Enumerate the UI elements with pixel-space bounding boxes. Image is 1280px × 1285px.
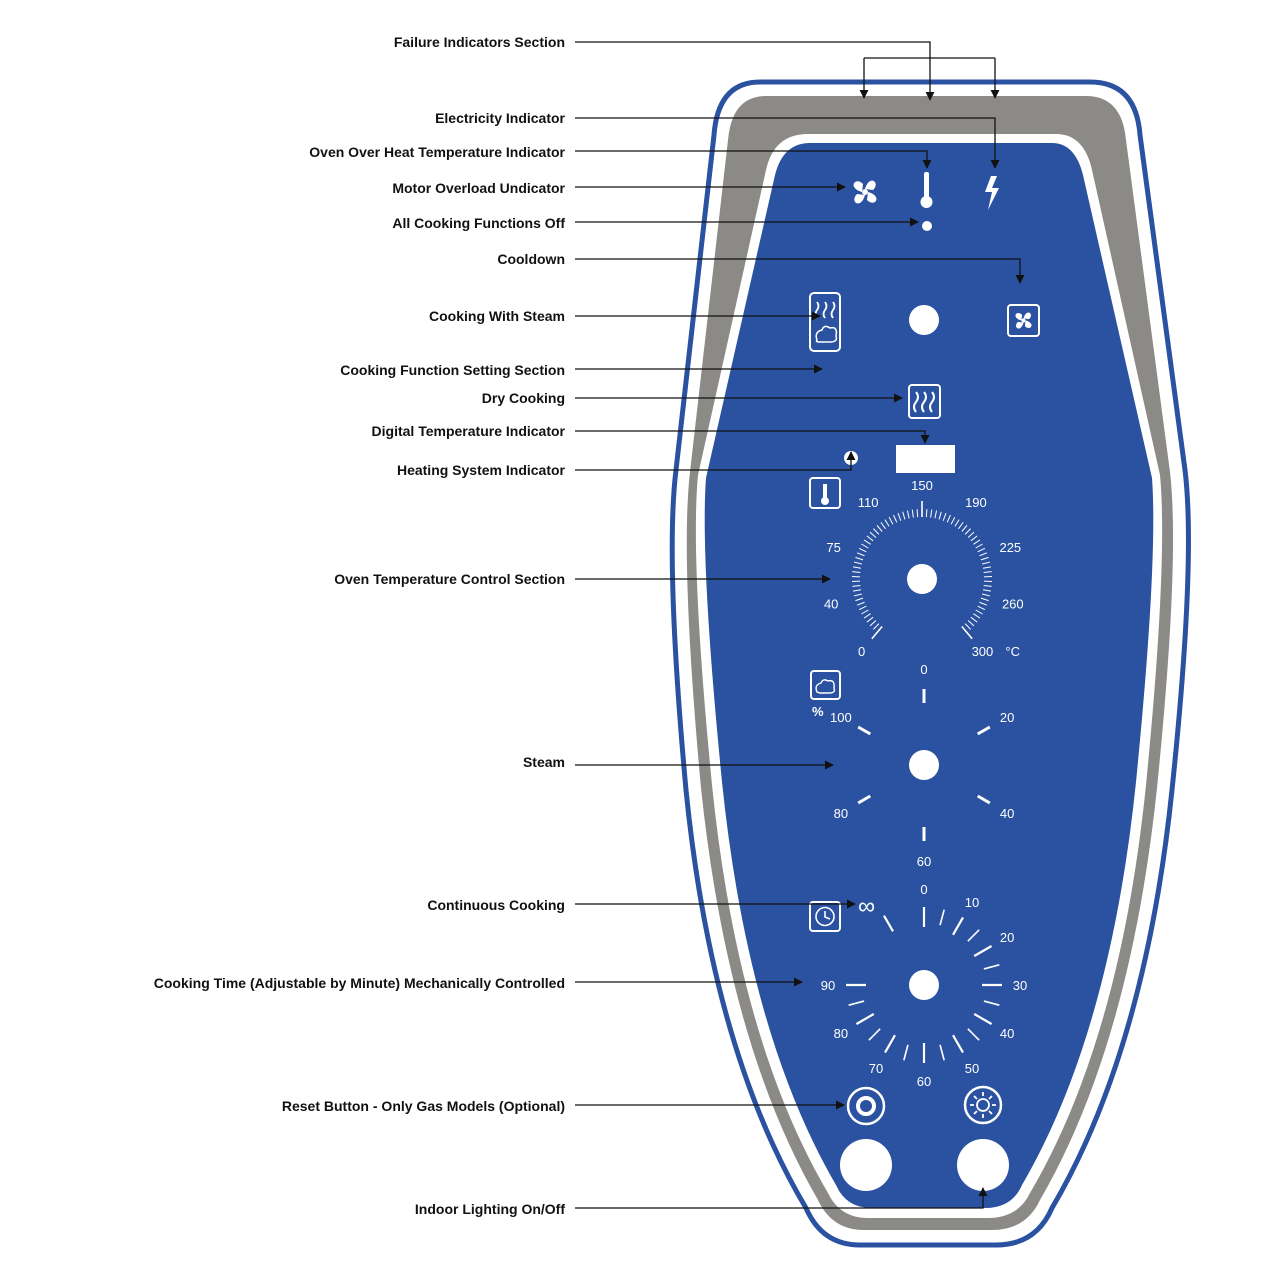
temp-tick: [926, 509, 927, 517]
reset-button[interactable]: [840, 1139, 892, 1191]
timer-dial-label: 50: [965, 1061, 979, 1076]
temp-dial-label: 225: [999, 540, 1021, 555]
steam-dial-label: 20: [1000, 710, 1014, 725]
label-cooking-time: Cooking Time (Adjustable by Minute) Mech…: [154, 974, 565, 992]
label-cooldown: Cooldown: [497, 250, 565, 268]
label-all-cooking-functions-off: All Cooking Functions Off: [392, 214, 565, 232]
light-button[interactable]: [957, 1139, 1009, 1191]
steam-dial-label: 60: [917, 854, 931, 869]
label-cooking-with-steam: Cooking With Steam: [429, 307, 565, 325]
timer-dial-label: 20: [1000, 930, 1014, 945]
temp-dial-label: 0: [858, 644, 865, 659]
label-electricity-indicator: Electricity Indicator: [435, 109, 565, 127]
temp-dial-label: 300: [972, 644, 994, 659]
temp-tick: [917, 509, 918, 517]
digital-temperature-display: [896, 445, 955, 473]
timer-dial-label: 0: [920, 882, 927, 897]
label-cooking-function-section: Cooking Function Setting Section: [340, 361, 565, 379]
timer-dial-label: 90: [821, 978, 835, 993]
timer-dial-label: 40: [1000, 1026, 1014, 1041]
timer-dial-label: 10: [965, 895, 979, 910]
all-functions-off-led: [922, 221, 932, 231]
continuous-cooking-symbol: ∞: [858, 893, 875, 920]
temp-dial-label: 150: [911, 478, 933, 493]
temp-dial-label: 40: [824, 596, 838, 611]
timer-dial-label: 60: [917, 1074, 931, 1089]
steam-knob[interactable]: [909, 750, 939, 780]
label-failure-indicators-section: Failure Indicators Section: [394, 33, 565, 51]
timer-dial-label: 30: [1013, 978, 1027, 993]
label-dry-cooking: Dry Cooking: [482, 389, 565, 407]
label-continuous-cooking: Continuous Cooking: [427, 896, 565, 914]
temp-dial-label: 75: [826, 540, 840, 555]
temp-dial-label: 110: [858, 495, 879, 510]
label-reset-button: Reset Button - Only Gas Models (Optional…: [282, 1097, 565, 1115]
steam-dial-label: 0: [920, 662, 927, 677]
steam-dial-label: 80: [834, 806, 848, 821]
temp-dial-label: 190: [965, 495, 987, 510]
function-selector-knob[interactable]: [909, 305, 939, 335]
label-oven-overheat-indicator: Oven Over Heat Temperature Indicator: [309, 143, 565, 161]
temp-unit-label: °C: [1005, 644, 1020, 659]
temp-dial-label: 260: [1002, 596, 1024, 611]
label-digital-temperature: Digital Temperature Indicator: [372, 422, 565, 440]
timer-dial-label: 70: [869, 1061, 883, 1076]
steam-dial-label: 100: [830, 710, 852, 725]
label-heating-system: Heating System Indicator: [397, 461, 565, 479]
label-oven-temperature-section: Oven Temperature Control Section: [334, 570, 565, 588]
temperature-knob[interactable]: [907, 564, 937, 594]
timer-dial-label: 80: [834, 1026, 848, 1041]
label-motor-overload-indicator: Motor Overload Undicator: [392, 179, 565, 197]
label-indoor-lighting: Indoor Lighting On/Off: [415, 1200, 565, 1218]
timer-knob[interactable]: [909, 970, 939, 1000]
steam-percent-symbol: %: [812, 704, 824, 719]
label-steam: Steam: [523, 753, 565, 771]
steam-dial-label: 40: [1000, 806, 1014, 821]
